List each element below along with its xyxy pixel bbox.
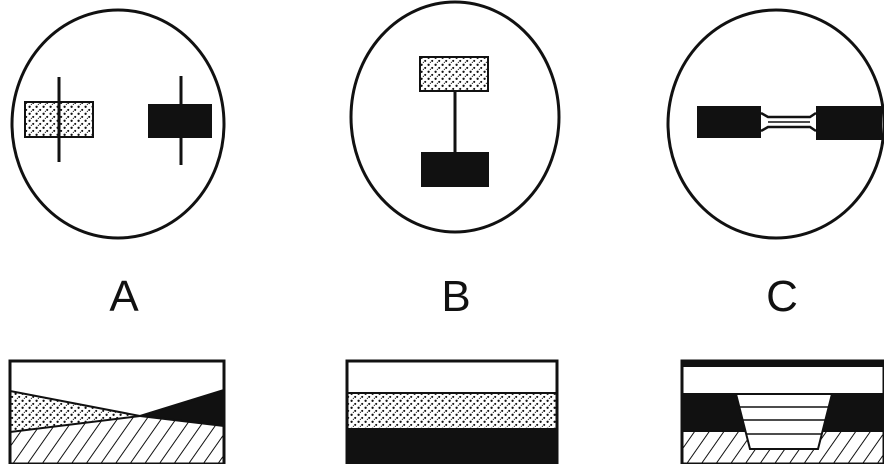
cross-section-b — [345, 359, 559, 464]
diagram-b — [349, 0, 561, 234]
hatched-layer-a — [10, 416, 224, 464]
cross-section-a — [8, 359, 226, 464]
stippled-block-b — [419, 56, 489, 92]
trench-c — [734, 393, 834, 450]
stippled-wedge-a — [10, 391, 140, 432]
top-bar-c — [682, 361, 884, 367]
black-block-left-c — [697, 106, 761, 138]
circle-a — [10, 8, 226, 240]
stippled-layer-b — [347, 393, 557, 428]
diagram-c — [666, 8, 884, 240]
black-block-b — [421, 152, 489, 187]
panel-label-b: B — [441, 272, 470, 321]
panel-label-c: C — [766, 272, 798, 321]
black-wedge-a — [140, 390, 224, 426]
diagram-a — [10, 8, 226, 240]
neck-c — [760, 111, 817, 133]
black-block-right-c — [816, 106, 882, 140]
panel-label-a: A — [109, 272, 139, 321]
cross-section-c — [680, 359, 884, 464]
black-layer-b — [347, 428, 557, 464]
circle-c — [666, 8, 884, 240]
